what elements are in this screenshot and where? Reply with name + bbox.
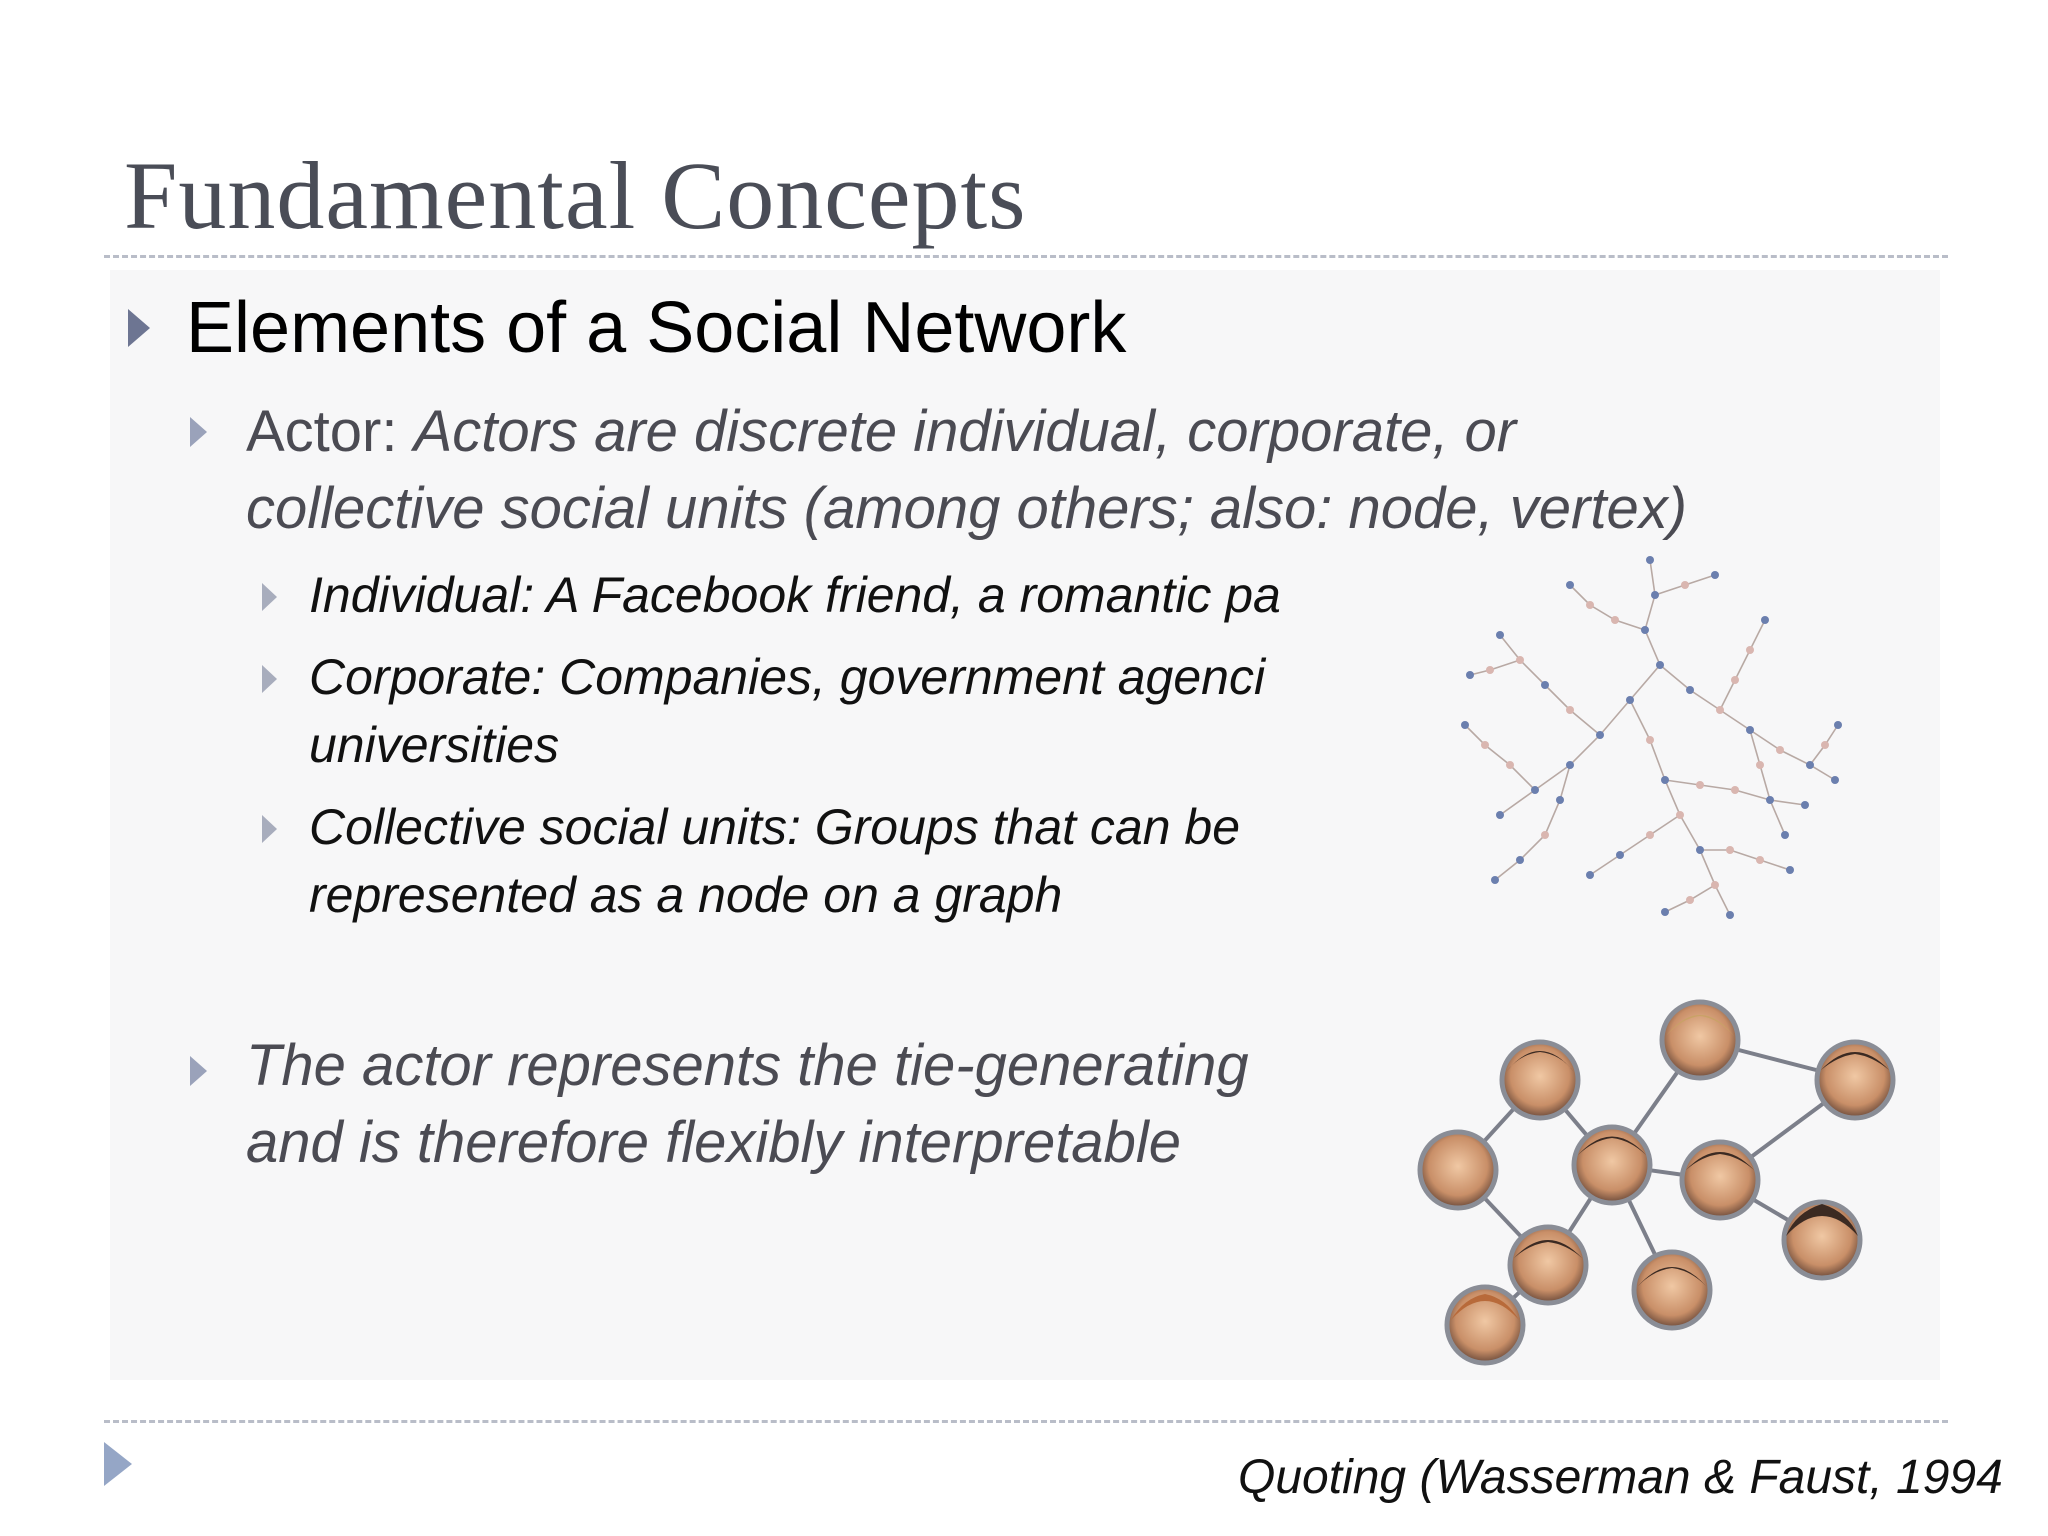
subitem-collective-line-2: represented as a node on a graph	[309, 867, 1063, 923]
slide-title: Fundamental Concepts	[124, 142, 1027, 249]
network-graph-image	[1461, 556, 1842, 919]
actor-label: Actor:	[246, 399, 414, 464]
subitem-corporate-line-1: Corporate: Companies, government agenci	[309, 649, 1266, 705]
tie-line-1: The actor represents the tie-generating	[246, 1033, 1249, 1098]
footer-divider	[104, 1420, 1948, 1423]
bullet-triangle-icon	[190, 1056, 207, 1086]
bullet-triangle-icon	[128, 309, 150, 347]
actor-definition: Actors are discrete individual, corporat…	[413, 399, 1517, 464]
bullet-triangle-icon	[262, 665, 277, 693]
actor-definition-line-2: collective social units (among others; a…	[246, 476, 1688, 541]
bullet-triangle-icon	[262, 815, 277, 843]
title-divider	[104, 255, 1948, 258]
subitem-corporate-line-2: universities	[309, 717, 560, 773]
citation: Quoting (Wasserman & Faust, 1994	[1238, 1451, 2003, 1504]
subitem-collective-line-1: Collective social units: Groups that can…	[309, 799, 1241, 855]
actor-definition-line-1: Actor: Actors are discrete individual, c…	[246, 393, 1516, 471]
heading-elements-of-social-network: Elements of a Social Network	[186, 288, 1127, 368]
bullet-triangle-icon	[262, 583, 277, 611]
tie-line-2: and is therefore flexibly interpretable	[246, 1110, 1181, 1175]
subitem-individual: Individual: A Facebook friend, a romanti…	[309, 567, 1281, 623]
bullet-triangle-icon	[190, 417, 207, 447]
play-triangle-icon[interactable]	[104, 1442, 132, 1486]
faces-network-image	[1417, 999, 1896, 1366]
